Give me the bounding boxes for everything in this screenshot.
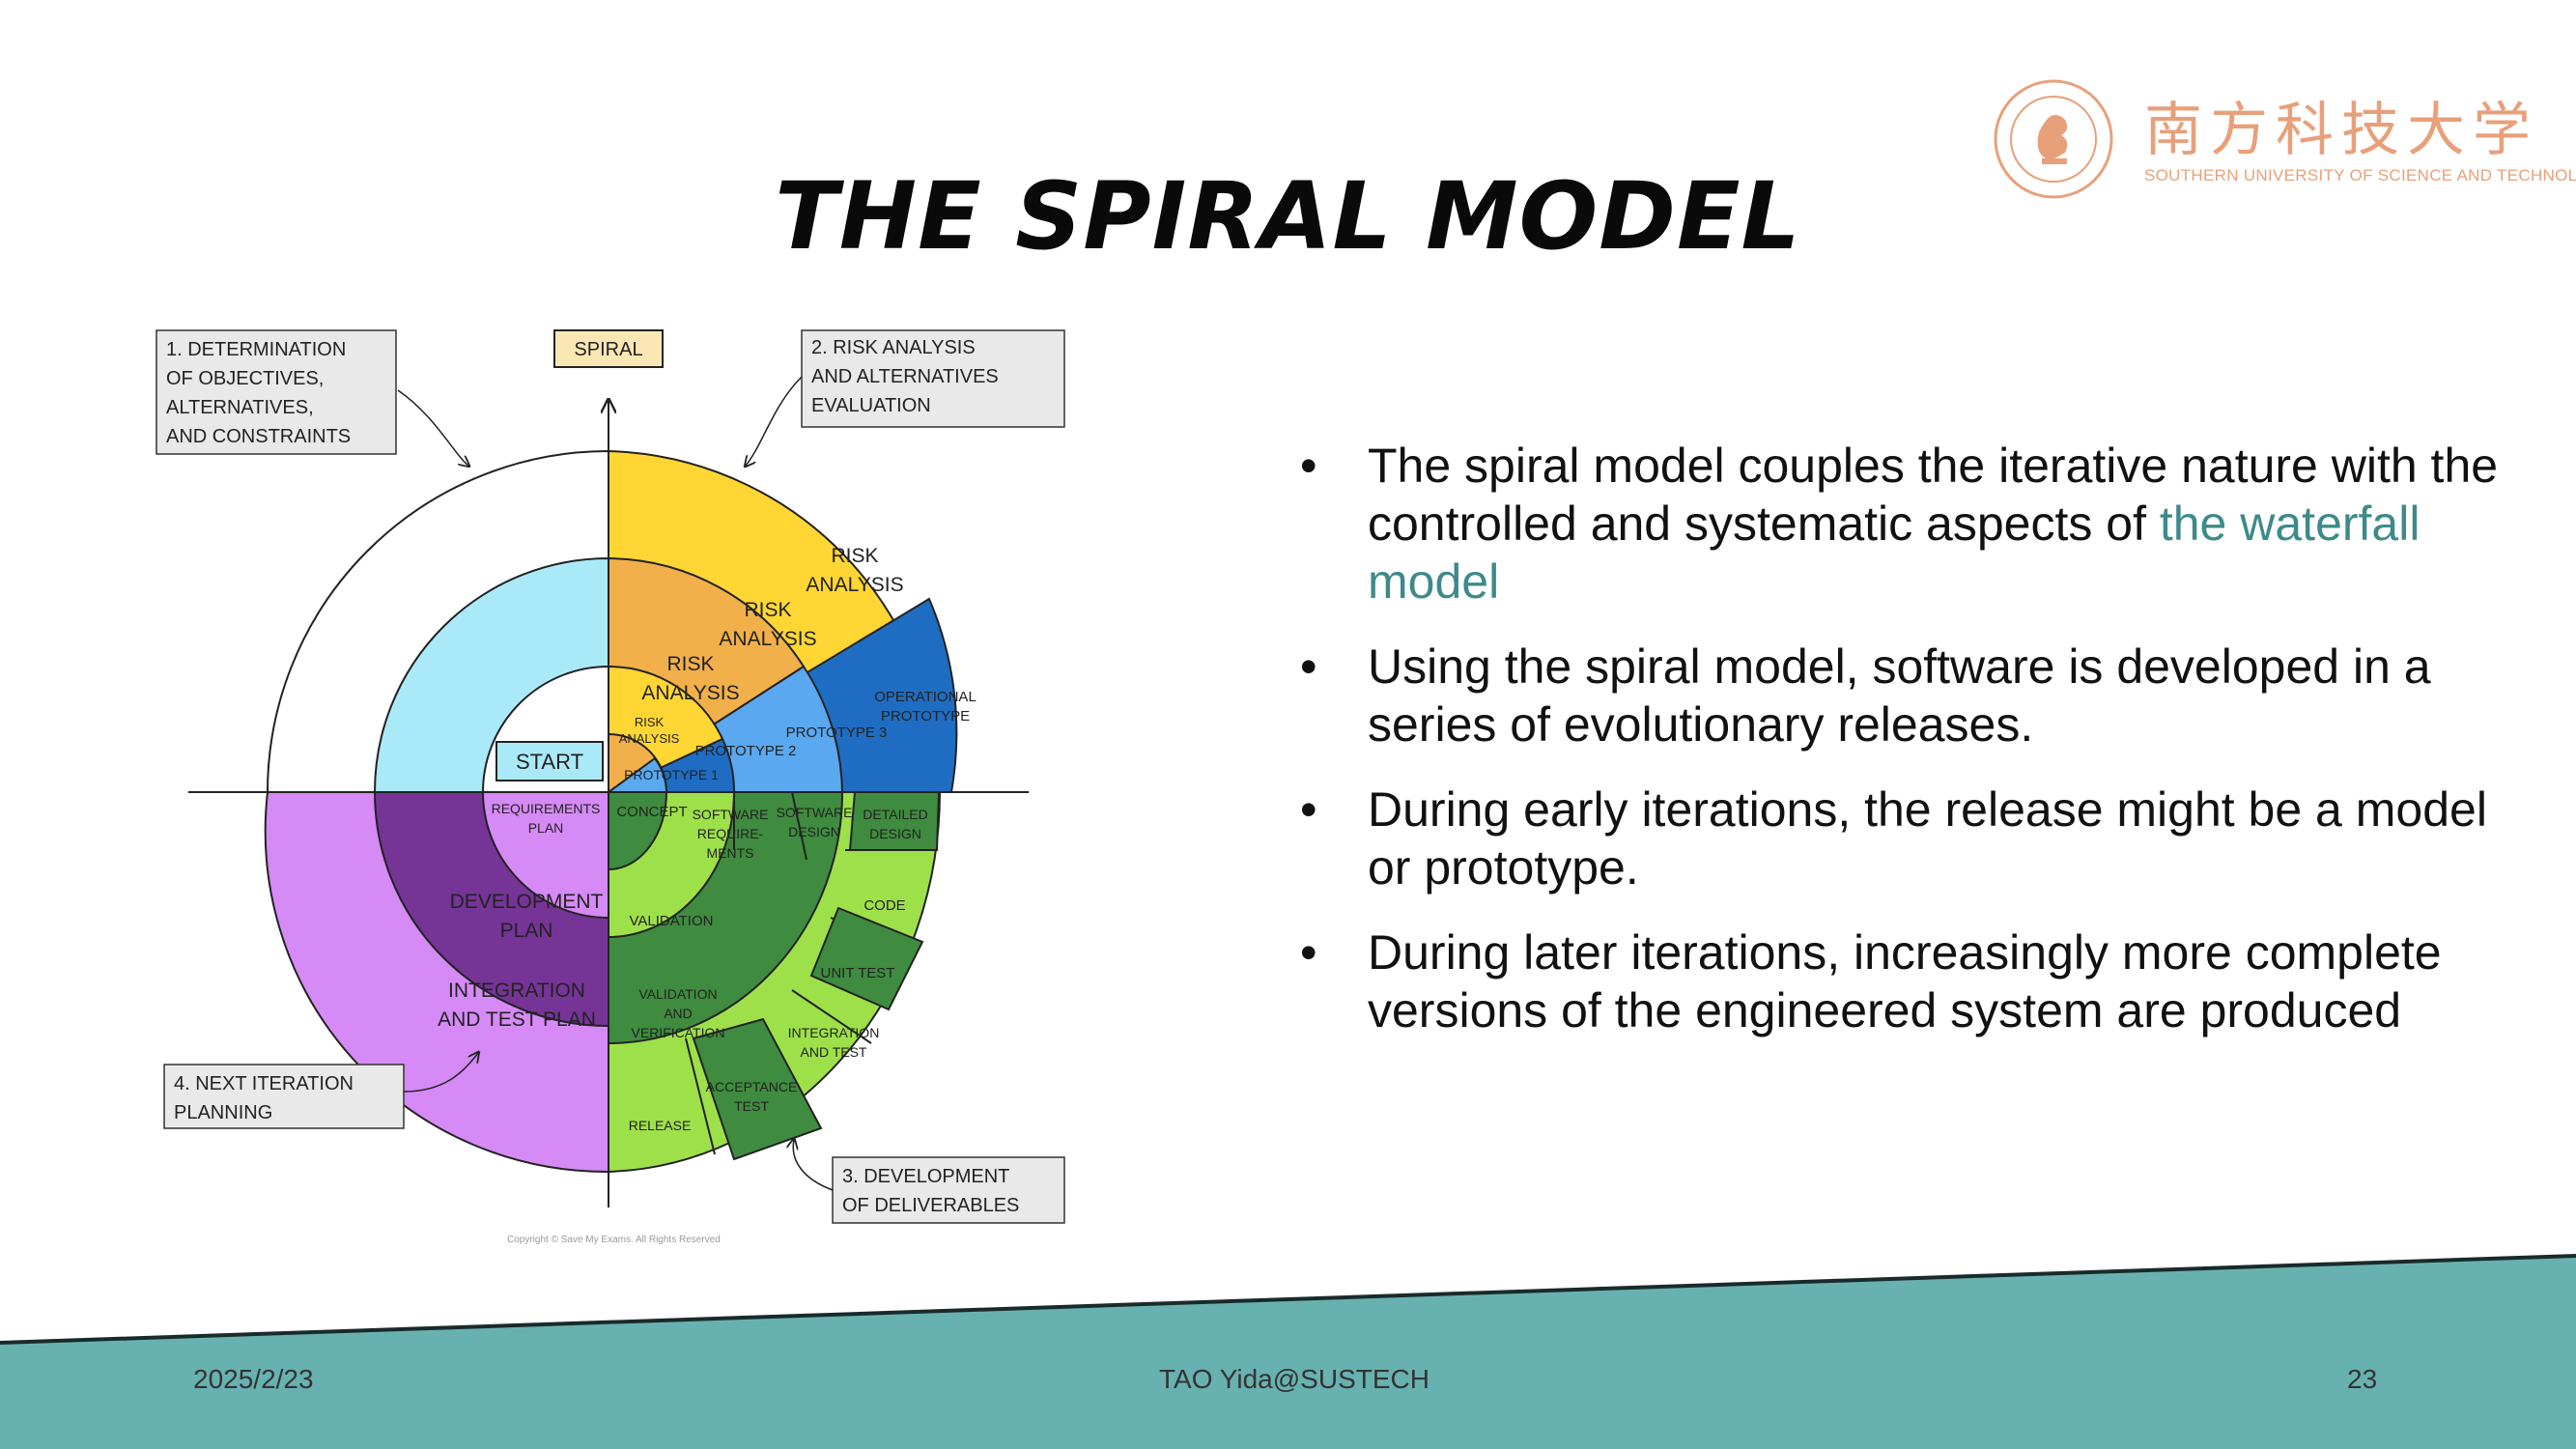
callout-q2: 2. RISK ANALYSIS AND ALTERNATIVES EVALUA… <box>746 329 1065 466</box>
prototype-1-label: PROTOTYPE 1 <box>624 767 719 782</box>
svg-text:ALTERNATIVES,: ALTERNATIVES, <box>166 397 314 418</box>
callout-q2-line: EVALUATION <box>811 395 931 416</box>
slide-title: THE SPIRAL MODEL <box>775 162 1801 270</box>
concept-label: CONCEPT <box>616 804 687 820</box>
acceptance-test-segment <box>692 1017 823 1161</box>
svg-text:4. NEXT ITERATION: 4. NEXT ITERATION <box>174 1073 354 1094</box>
callout-q1-line: 1. DETERMINATION <box>166 339 346 360</box>
callout-q2-line: 2. RISK ANALYSIS <box>811 337 976 358</box>
bullet-text: Using the spiral model, software is deve… <box>1368 639 2431 752</box>
validation-label: VALIDATION <box>630 913 714 929</box>
bullet-text: During early iterations, the release mig… <box>1368 782 2487 895</box>
spiral-label: SPIRAL <box>574 339 642 360</box>
spiral-label-box <box>553 329 664 368</box>
start-label: START <box>516 750 583 774</box>
prototype-3-label: PROTOTYPE 3 <box>786 724 888 741</box>
callout-q1: 1. DETERMINATION OF OBJECTIVES, ALTERNAT… <box>156 329 468 466</box>
callout-q4-line: PLANNING <box>174 1102 272 1123</box>
svg-text:AND ALTERNATIVES: AND ALTERNATIVES <box>811 366 999 387</box>
callout-q1-line: AND CONSTRAINTS <box>166 426 351 447</box>
bullet-item: During later iterations, increasingly mo… <box>1294 923 2511 1039</box>
callout-q2-line: AND ALTERNATIVES <box>811 366 999 387</box>
svg-text:EVALUATION: EVALUATION <box>811 395 931 416</box>
prototype-2-label: PROTOTYPE 2 <box>695 743 797 759</box>
callout-q4: 4. NEXT ITERATION PLANNING <box>163 1053 478 1129</box>
bullet-item: Using the spiral model, software is deve… <box>1294 638 2511 753</box>
bullet-item: During early iterations, the release mig… <box>1294 781 2511 896</box>
spiral-model-diagram: SPIRAL START 1. DETERMINATION OF OBJECTI… <box>156 329 1065 1224</box>
svg-text:3. DEVELOPMENT: 3. DEVELOPMENT <box>842 1166 1009 1187</box>
bullet-text: The spiral model couples the iterative n… <box>1368 439 2499 551</box>
ring3-bottom-left <box>481 791 609 920</box>
code-label: CODE <box>863 897 905 914</box>
university-seal-icon <box>1994 79 2113 199</box>
svg-text:PLANNING: PLANNING <box>174 1102 272 1123</box>
callout-q4-line: 4. NEXT ITERATION <box>174 1073 354 1094</box>
ring4-bottom-right <box>608 791 668 871</box>
callout-q3-line: 3. DEVELOPMENT <box>842 1166 1009 1187</box>
unit-test-label: UNIT TEST <box>821 965 895 981</box>
callout-q1-line: OF OBJECTIVES, <box>166 368 324 389</box>
svg-text:OF DELIVERABLES: OF DELIVERABLES <box>842 1195 1019 1216</box>
university-name-chinese: 南方科技大学 <box>2144 97 2538 164</box>
svg-text:2. RISK ANALYSIS: 2. RISK ANALYSIS <box>811 337 976 358</box>
bullet-text: During later iterations, increasingly mo… <box>1368 925 2442 1037</box>
diagram-copyright: Copyright © Save My Exams. All Rights Re… <box>507 1235 721 1245</box>
bullet-list: The spiral model couples the iterative n… <box>1294 437 2511 1066</box>
svg-text:1. DETERMINATION: 1. DETERMINATION <box>166 339 346 360</box>
footer-author: TAO Yida@SUSTECH <box>1159 1364 1430 1394</box>
bullet-item: The spiral model couples the iterative n… <box>1294 437 2511 611</box>
callout-q3-line: OF DELIVERABLES <box>842 1195 1019 1216</box>
svg-text:OF OBJECTIVES,: OF OBJECTIVES, <box>166 368 324 389</box>
university-name-english: SOUTHERN UNIVERSITY OF SCIENCE AND TECHN… <box>2144 166 2576 185</box>
start-label-box <box>495 741 604 781</box>
release-label: RELEASE <box>629 1118 692 1133</box>
unit-test-segment <box>809 906 924 1011</box>
callout-q3: 3. DEVELOPMENT OF DELIVERABLES <box>793 1140 1065 1224</box>
waterfall-model-link: the waterfall model <box>1368 497 2420 609</box>
footer-date: 2025/2/23 <box>193 1364 314 1394</box>
page-number: 23 <box>2347 1364 2378 1394</box>
svg-text:AND CONSTRAINTS: AND CONSTRAINTS <box>166 426 351 447</box>
callout-q1-line: ALTERNATIVES, <box>166 397 314 418</box>
university-logo: 南方科技大学 SOUTHERN UNIVERSITY OF SCIENCE AN… <box>1990 77 2576 199</box>
